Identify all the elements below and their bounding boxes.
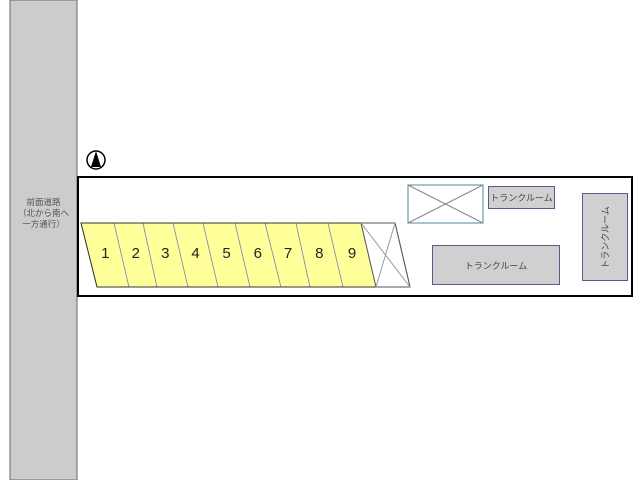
lot-boundary bbox=[77, 176, 633, 297]
road-label-line: 前面道路 bbox=[26, 198, 61, 208]
road-label-line: 一方通行） bbox=[22, 220, 65, 230]
trunk-room-label: トランクルーム bbox=[601, 205, 612, 269]
stall-number: 5 bbox=[222, 245, 230, 262]
trunk-room-a: トランクルーム bbox=[488, 186, 555, 209]
front-road-label: 前面道路 （北から南へ 一方通行） bbox=[10, 198, 77, 231]
stall-number: 2 bbox=[132, 245, 140, 262]
stall-number: 4 bbox=[191, 245, 199, 262]
stall-number: 3 bbox=[161, 245, 169, 262]
north-arrow-icon bbox=[86, 150, 106, 170]
trunk-room-label: トランクルーム bbox=[464, 261, 528, 272]
trunk-room-b: トランクルーム bbox=[432, 245, 560, 285]
trunk-room-label: トランクルーム bbox=[490, 194, 553, 204]
stall-number: 6 bbox=[254, 245, 262, 262]
parking-stalls: 1 2 3 4 5 6 7 8 9 bbox=[80, 222, 411, 288]
road-label-line: （北から南へ bbox=[17, 209, 69, 219]
stall-number: 9 bbox=[348, 245, 356, 262]
stall-number: 8 bbox=[315, 245, 323, 262]
front-road bbox=[9, 0, 78, 480]
stall-number: 7 bbox=[284, 245, 292, 262]
unusable-space bbox=[360, 222, 411, 288]
trunk-room-c: トランクルーム bbox=[582, 193, 628, 281]
unusable-box bbox=[407, 184, 484, 224]
stall-number: 1 bbox=[101, 245, 109, 262]
